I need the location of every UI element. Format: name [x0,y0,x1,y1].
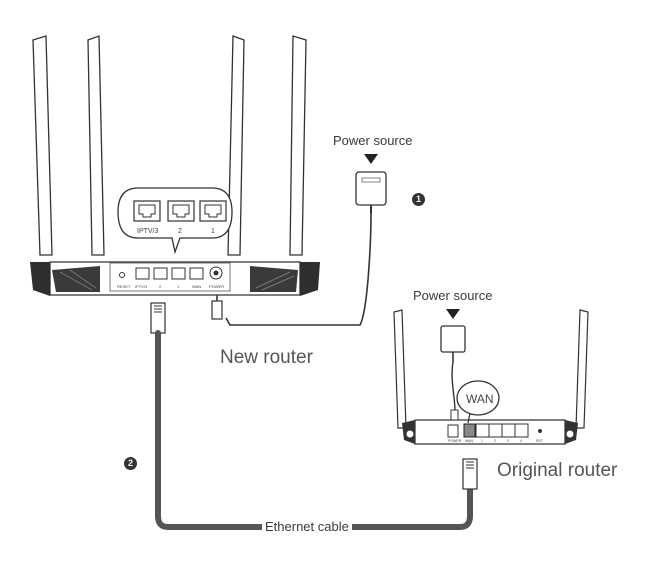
panel-label-reset: RESET [117,284,131,289]
orig-panel-power: POWER [448,439,462,443]
new-router-label: New router [220,347,313,368]
power-adapter-2 [440,309,466,421]
orig-panel-rst: RST [536,439,544,443]
original-router: POWER WAN 1 2 3 4 RST WAN [393,309,589,445]
original-router-label: Original router [497,460,618,481]
panel-label-power: POWER [209,284,224,289]
step-badge-1: 1 [412,193,425,206]
zoom-port-label-iptv: IPTV/3 [137,228,159,235]
port-zoom-bubble: IPTV/3 2 1 [117,187,233,255]
ethernet-cable-label: Ethernet cable [262,519,352,534]
power-adapter-1 [211,154,387,326]
wan-callout-label: WAN [466,392,494,406]
zoom-port-label-1: 1 [211,228,215,235]
panel-label-2: 2 [159,284,162,289]
power-source-label-2: Power source [413,288,493,303]
panel-label-iptv: IPTV/3 [135,284,148,289]
orig-panel-3: 3 [507,439,509,443]
zoom-port-label-2: 2 [178,228,182,235]
new-router-body: RESET IPTV/3 2 1 WAN POWER [30,261,320,296]
orig-panel-1: 1 [481,439,483,443]
orig-panel-wan: WAN [465,439,474,443]
ethernet-cable [150,302,478,530]
orig-panel-2: 2 [494,439,496,443]
orig-panel-4: 4 [520,439,522,443]
panel-label-wan: WAN [192,284,201,289]
power-source-label-1: Power source [333,133,413,148]
panel-label-1: 1 [177,284,180,289]
step-badge-2: 2 [124,457,137,470]
new-router-antennas [32,35,307,256]
